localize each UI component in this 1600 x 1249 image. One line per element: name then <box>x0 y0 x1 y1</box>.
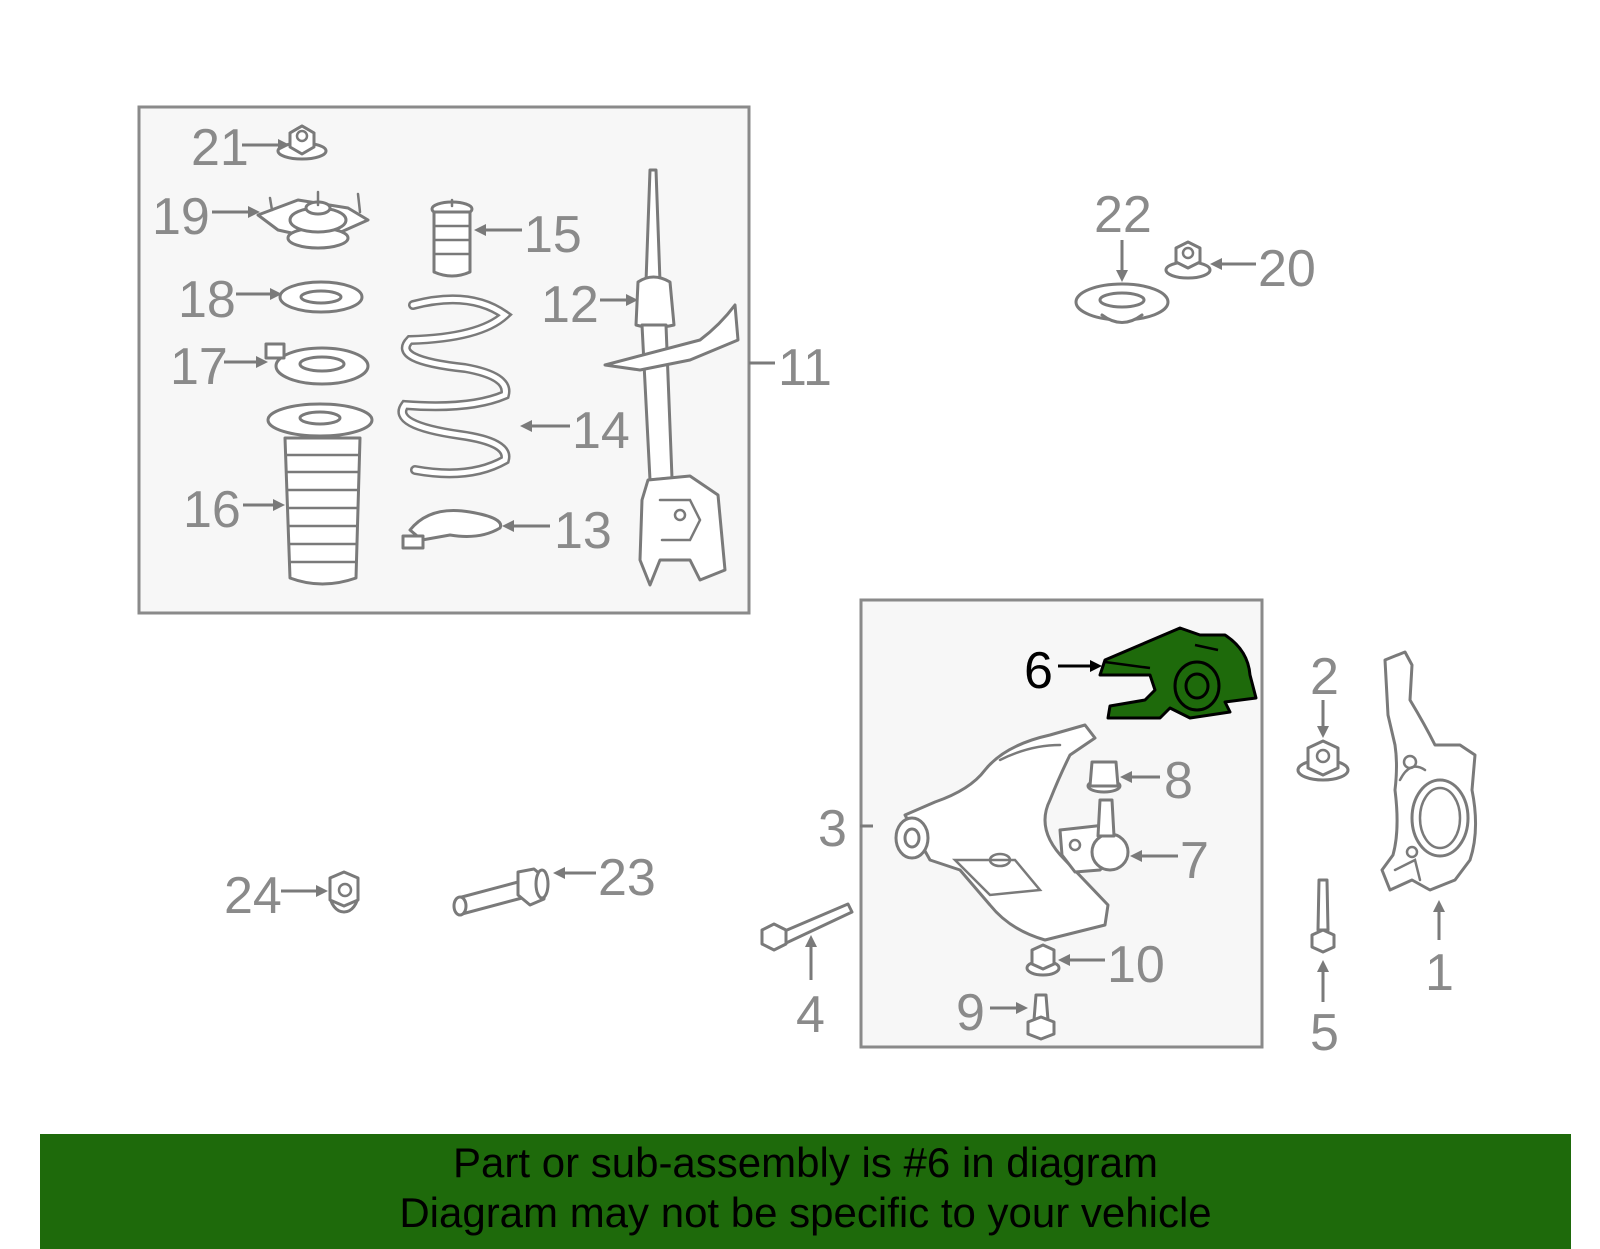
part-4-bolt[interactable] <box>760 902 854 952</box>
callout-14[interactable]: 14 <box>572 402 630 460</box>
part-17-upper-seat[interactable] <box>264 342 370 386</box>
callout-21[interactable]: 21 <box>191 119 249 177</box>
callout-20[interactable]: 20 <box>1258 240 1316 298</box>
callout-15[interactable]: 15 <box>524 206 582 264</box>
callout-3[interactable]: 3 <box>818 800 847 858</box>
part-24-nut[interactable] <box>328 870 360 914</box>
part-5-bolt[interactable] <box>1310 878 1336 954</box>
part-16-dust-boot[interactable] <box>266 402 374 586</box>
callout-7[interactable]: 7 <box>1180 832 1209 890</box>
callout-5[interactable]: 5 <box>1310 1004 1339 1062</box>
callout-16[interactable]: 16 <box>183 481 241 539</box>
part-1-steering-knuckle[interactable] <box>1380 650 1478 892</box>
callout-13[interactable]: 13 <box>554 502 612 560</box>
part-14-coil-spring[interactable] <box>397 294 513 479</box>
part-9-bolt[interactable] <box>1026 993 1056 1041</box>
part-18-spring-seat[interactable] <box>278 280 364 314</box>
part-20-nut[interactable] <box>1164 240 1212 280</box>
part-6-bushing-bracket-highlighted[interactable] <box>1098 626 1258 720</box>
callout-2[interactable]: 2 <box>1310 648 1339 706</box>
banner-line-2: Diagram may not be specific to your vehi… <box>399 1189 1212 1236</box>
part-21-nut[interactable] <box>276 124 328 161</box>
callout-18[interactable]: 18 <box>178 271 236 329</box>
part-19-strut-mount[interactable] <box>256 190 370 250</box>
info-banner: Part or sub-assembly is #6 in diagram Di… <box>40 1134 1571 1249</box>
part-7-ball-joint[interactable] <box>1058 798 1130 874</box>
callout-9[interactable]: 9 <box>956 984 985 1042</box>
part-3-lower-control-arm[interactable] <box>894 723 1110 942</box>
callout-24[interactable]: 24 <box>224 867 282 925</box>
callout-11[interactable]: 11 <box>778 339 832 397</box>
part-22-seat[interactable] <box>1074 282 1170 324</box>
callout-10[interactable]: 10 <box>1107 936 1165 994</box>
callout-1[interactable]: 1 <box>1425 944 1454 1002</box>
part-10-nut[interactable] <box>1025 943 1061 977</box>
callout-8[interactable]: 8 <box>1164 752 1193 810</box>
callout-6[interactable]: 6 <box>1024 642 1053 700</box>
part-2-nut[interactable] <box>1296 739 1350 782</box>
part-15-bump-stop[interactable] <box>430 198 474 278</box>
part-13-lower-seat[interactable] <box>401 508 503 550</box>
part-12-strut[interactable] <box>603 168 740 587</box>
banner-line-1: Part or sub-assembly is #6 in diagram <box>453 1139 1158 1186</box>
callout-12[interactable]: 12 <box>541 276 599 334</box>
callout-4[interactable]: 4 <box>796 986 825 1044</box>
callout-17[interactable]: 17 <box>170 338 228 396</box>
callout-23[interactable]: 23 <box>598 849 656 907</box>
callout-19[interactable]: 19 <box>152 188 210 246</box>
part-23-bolt[interactable] <box>452 867 550 917</box>
part-8-nut[interactable] <box>1086 760 1122 794</box>
parts-diagram: 21 19 18 17 16 <box>137 105 1478 1062</box>
callout-22[interactable]: 22 <box>1094 186 1152 244</box>
